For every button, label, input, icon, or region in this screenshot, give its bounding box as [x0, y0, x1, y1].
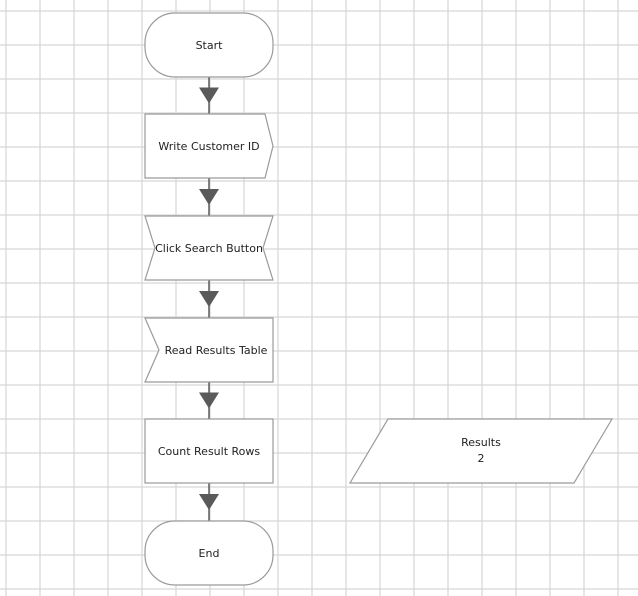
results-value: 2 — [478, 452, 485, 465]
start-node[interactable]: Start — [144, 12, 274, 78]
write-customer-id-label: Write Customer ID — [158, 140, 259, 153]
connectors — [199, 77, 219, 521]
count-result-rows-label: Count Result Rows — [158, 445, 261, 458]
start-label: Start — [196, 39, 224, 52]
results-data-node[interactable]: Results 2 — [348, 418, 614, 484]
arrow-down-icon — [199, 291, 219, 307]
results-label: Results — [461, 436, 501, 449]
end-node[interactable]: End — [144, 520, 274, 586]
click-search-button-node[interactable]: Click Search Button — [144, 215, 274, 281]
write-customer-id-node[interactable]: Write Customer ID — [144, 113, 274, 179]
click-search-button-label: Click Search Button — [155, 242, 263, 255]
arrow-down-icon — [199, 494, 219, 510]
read-results-table-node[interactable]: Read Results Table — [144, 317, 274, 383]
arrow-down-icon — [199, 87, 219, 104]
end-label: End — [199, 547, 220, 560]
read-results-table-label: Read Results Table — [165, 344, 268, 357]
arrow-down-icon — [199, 392, 219, 409]
count-result-rows-node[interactable]: Count Result Rows — [144, 418, 274, 484]
arrow-down-icon — [199, 189, 219, 205]
